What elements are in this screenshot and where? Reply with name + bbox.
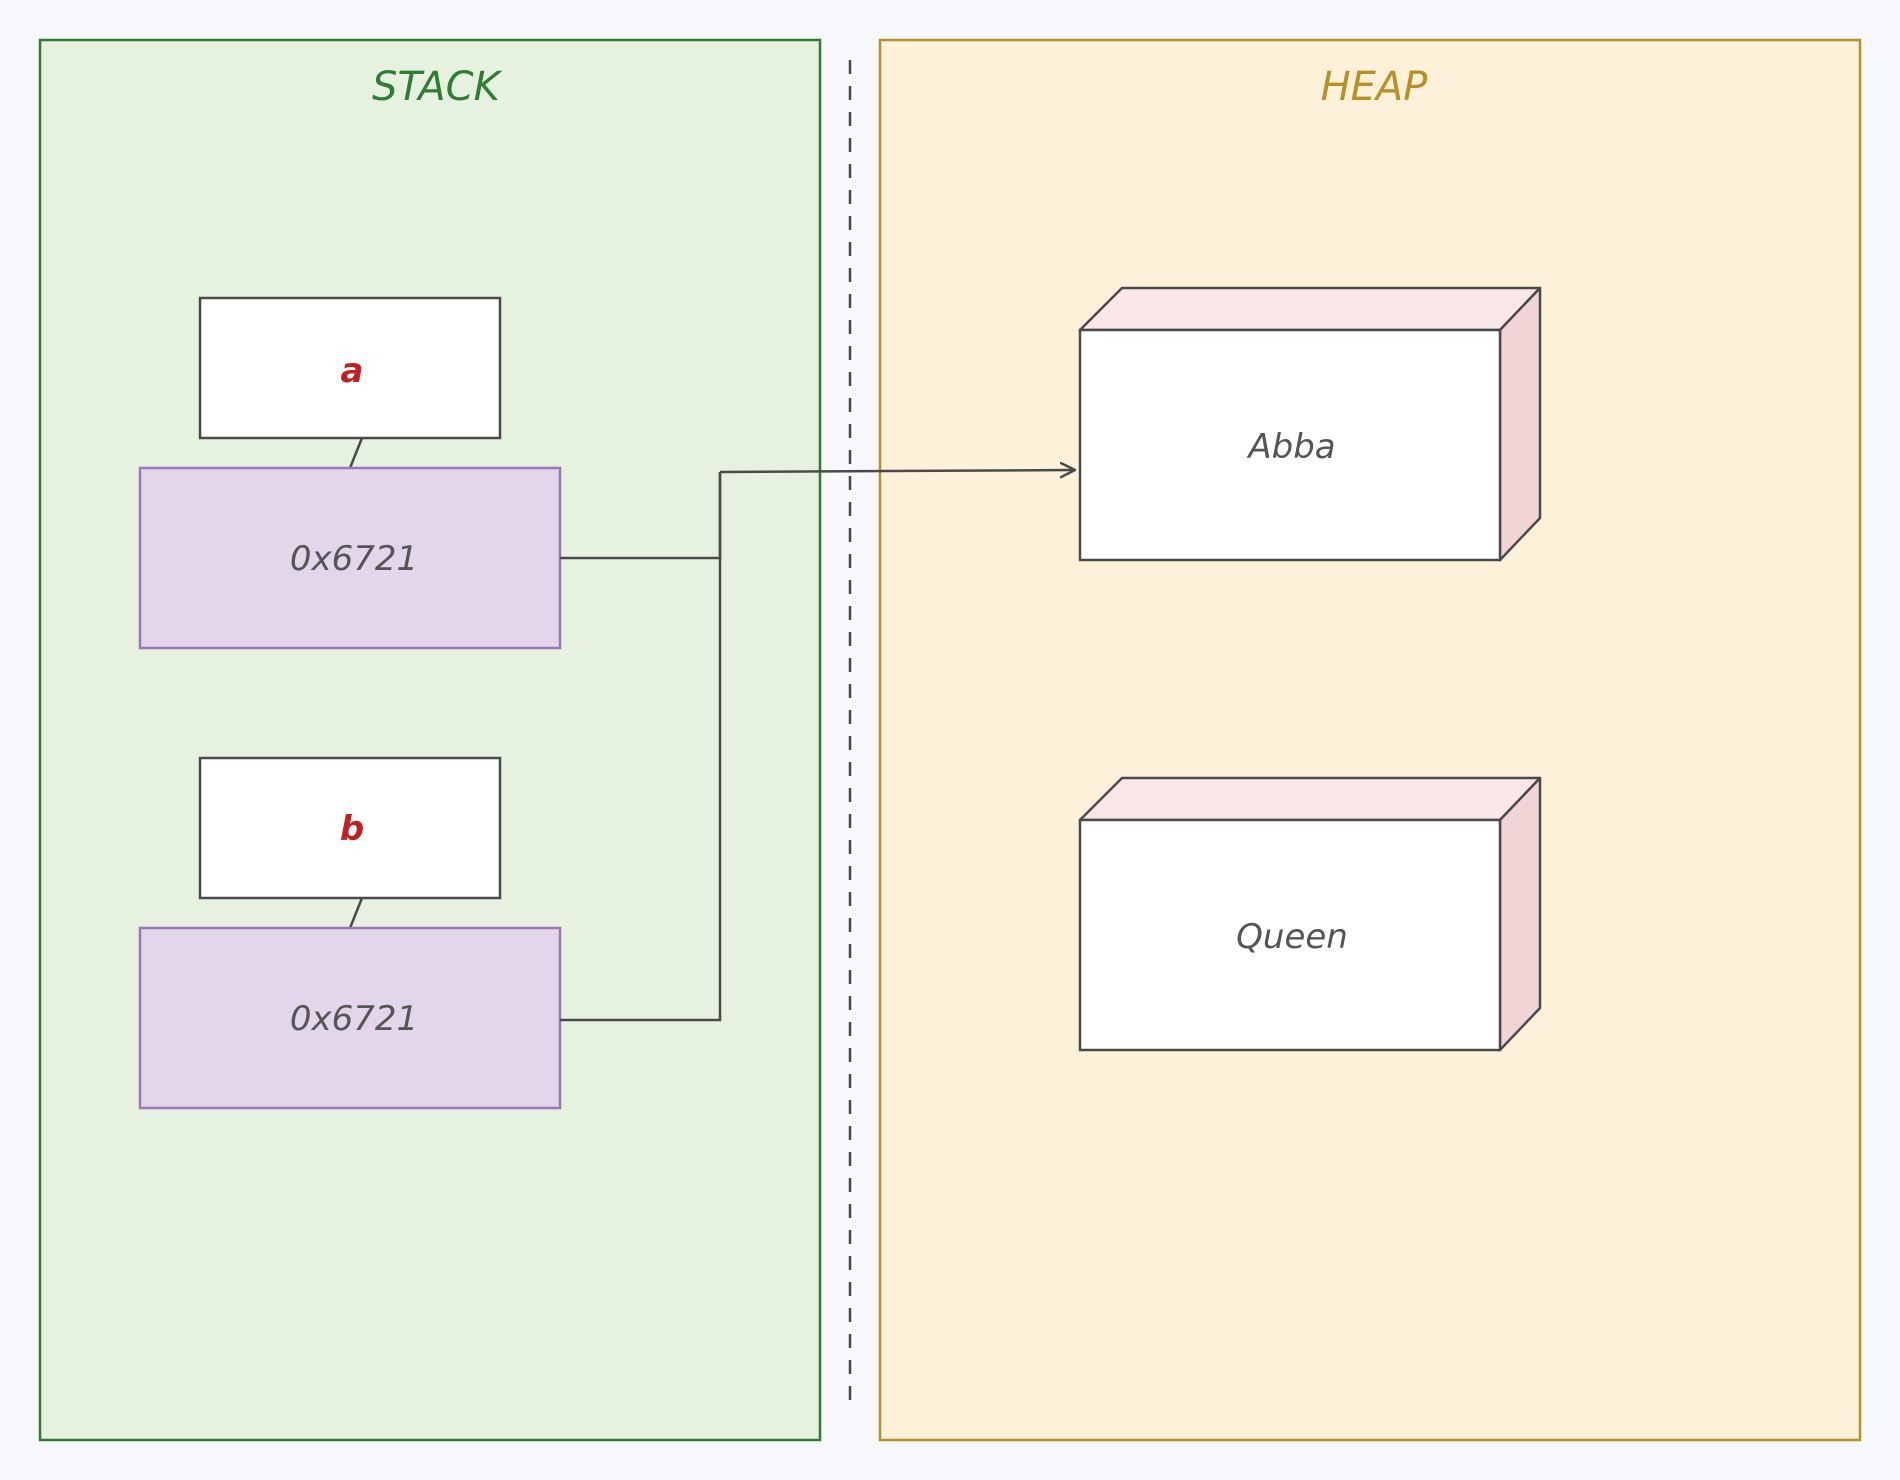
- variable-b: b 0x6721: [138, 756, 562, 1110]
- stack-title: STACK: [372, 64, 502, 110]
- heap-title: HEAP: [1321, 64, 1429, 110]
- variable-name-label: a: [341, 351, 364, 391]
- reference-arrows: [560, 470, 1075, 1022]
- heap-object-side-face: [1498, 286, 1542, 562]
- variable-name-label: b: [340, 809, 364, 849]
- pointer-arrow: [719, 470, 1075, 472]
- variable-name-box: [198, 296, 502, 440]
- reference-value-label: 0x6721: [290, 999, 418, 1039]
- reference-value-box: [138, 926, 562, 1110]
- reference-line-b: [560, 472, 722, 1022]
- variable-connector: [348, 897, 364, 929]
- heap-object-abba: Abba: [1078, 286, 1542, 562]
- heap-object-top-face: [1078, 776, 1542, 822]
- reference-value-label: 0x6721: [290, 539, 418, 579]
- heap-region: HEAP: [878, 38, 1862, 1442]
- variable-name-box: [198, 756, 502, 900]
- heap-object-label: Queen: [1236, 917, 1348, 957]
- reference-value-box: [138, 466, 562, 650]
- heap-object-front-face: [1078, 818, 1502, 1052]
- heap-object-queen: Queen: [1078, 776, 1542, 1052]
- heap-object-side-face: [1498, 776, 1542, 1052]
- heap-object-front-face: [1078, 328, 1502, 562]
- heap-panel: [878, 38, 1862, 1442]
- heap-object-label: Abba: [1246, 427, 1335, 467]
- variable-connector: [348, 437, 364, 469]
- stack-panel: [38, 38, 822, 1442]
- variable-a: a 0x6721: [138, 296, 562, 650]
- heap-object-top-face: [1078, 286, 1542, 332]
- stack-region: STACK: [38, 38, 822, 1442]
